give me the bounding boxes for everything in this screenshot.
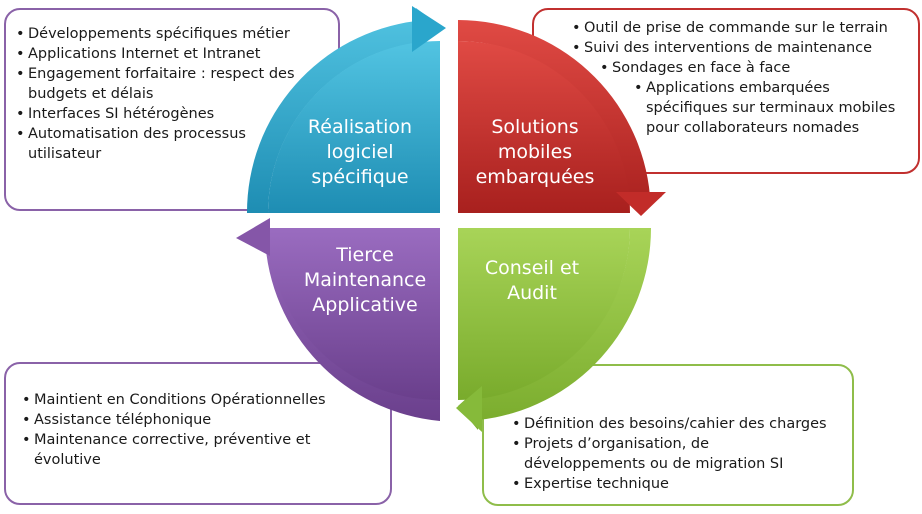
list-item: Applications Internet et Intranet [14,44,330,64]
label-realisation: Réalisation logiciel spécifique [307,116,413,188]
arrow-down-left-icon [456,386,482,432]
list-item: Expertise technique [510,474,844,494]
list-item: Définition des besoins/cahier des charge… [510,414,844,434]
arrow-left-icon [236,218,270,256]
quadrant-conseil-body [458,228,630,400]
list-item: Outil de prise de commande sur le terrai… [570,18,910,38]
quadrant-solutions-body [458,41,630,213]
quadrant-realisation-body [268,41,440,213]
list-item: Maintient en Conditions Opérationnelles [20,390,382,410]
list-item: Développements spécifiques métier [14,24,330,44]
arrow-right-icon [412,6,446,52]
list-item: Assistance téléphonique [20,410,382,430]
label-solutions: Solutions mobiles embarquées [475,116,595,188]
list-item: Interfaces SI hétérogènes [14,104,330,124]
list-item: Sondages en face à face [598,58,910,78]
arrow-down-icon [616,192,666,216]
box-tierce-maintenance: Maintient en Conditions Opérationnelles … [4,362,392,505]
list-item: Maintenance corrective, préventive et év… [20,430,334,470]
label-tierce: Tierce Maintenance Applicative [303,244,427,316]
quadrant-tierce-body [268,228,440,400]
list-item: Suivi des interventions de maintenance [570,38,910,58]
list-item: Applications embarquées spécifiques sur … [632,78,906,138]
list-item: Automatisation des processus utilisateur [14,124,268,164]
list-item: Projets d’organisation, de développement… [510,434,814,474]
label-conseil: Conseil et Audit [484,257,580,304]
list-item: Engagement forfaitaire : respect des bud… [14,64,328,104]
